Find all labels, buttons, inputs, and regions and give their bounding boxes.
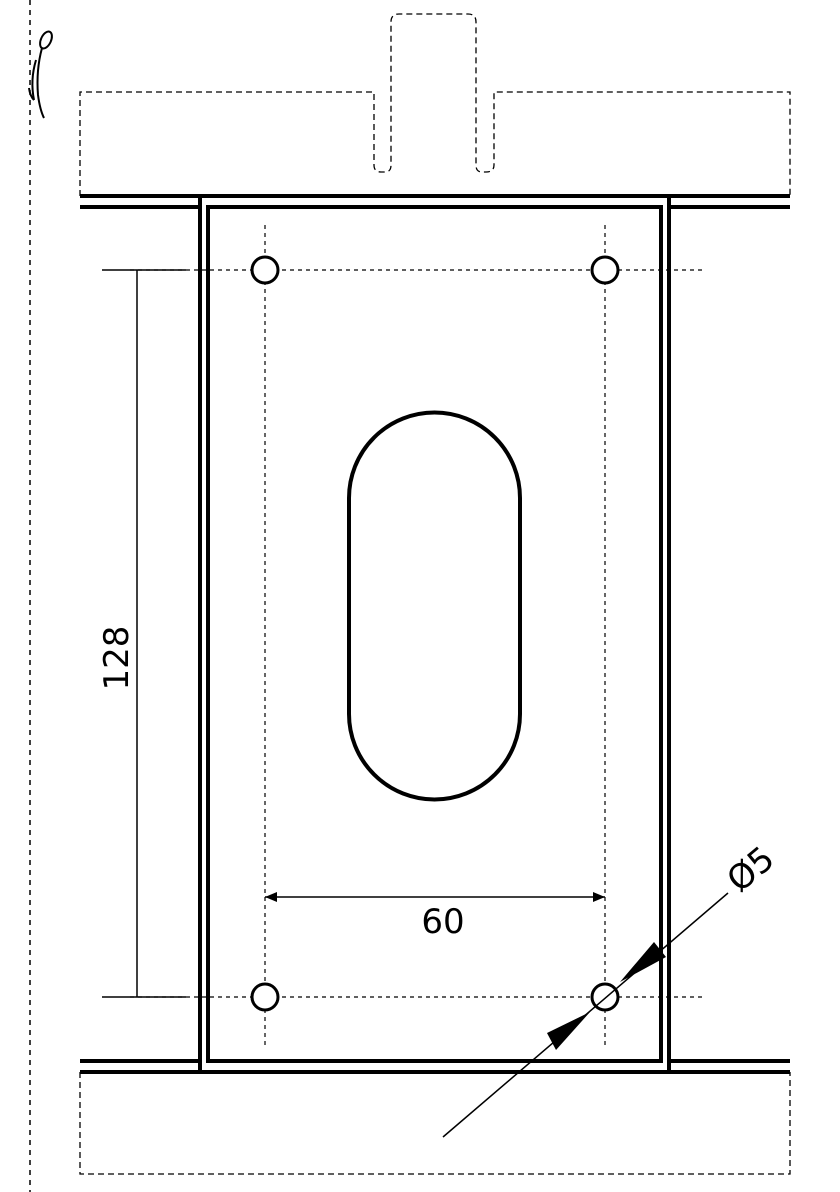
top-fold-outline (80, 14, 790, 196)
diameter-arrow-lower (547, 1012, 590, 1050)
dimension-arrow-right (593, 892, 605, 902)
dimension-vertical-label: 128 (97, 626, 137, 691)
dimension-horizontal-label: 60 (421, 902, 464, 942)
dimension-arrow-left (265, 892, 277, 902)
dimension-horizontal (265, 892, 605, 902)
bottom-fold-outline (80, 1072, 790, 1174)
diameter-label: Ø5 (720, 839, 783, 901)
screw-hole-top-left (252, 257, 278, 283)
screw-hole-top-right (592, 257, 618, 283)
scissors-icon (29, 30, 54, 118)
center-lines (130, 225, 705, 1045)
diameter-leader (443, 893, 728, 1137)
oval-cutout (349, 413, 520, 800)
screw-hole-bottom-left (252, 984, 278, 1010)
